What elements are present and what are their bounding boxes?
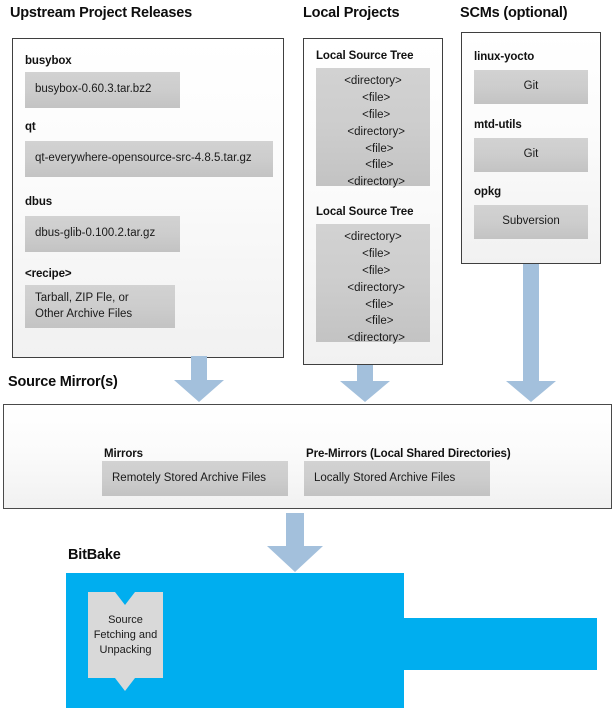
upstream-item-value-qt: qt-everywhere-opensource-src-4.8.5.tar.g… bbox=[25, 141, 273, 177]
pre-mirrors-value: Locally Stored Archive Files bbox=[304, 461, 490, 496]
tree-node: <directory> bbox=[341, 281, 405, 294]
section-title-source-mirrors: Source Mirror(s) bbox=[8, 374, 118, 390]
tree-node: <file> bbox=[355, 264, 391, 277]
tree-node: <file> bbox=[352, 298, 394, 311]
scm-item-value-linux-yocto: Git bbox=[474, 70, 588, 104]
source-fetching-banner-shape bbox=[88, 592, 163, 692]
mirrors-label: Mirrors bbox=[104, 448, 143, 460]
local-tree-label-1: Local Source Tree bbox=[316, 50, 414, 62]
local-tree-label-2: Local Source Tree bbox=[316, 206, 414, 218]
tree-node: <file> bbox=[352, 159, 394, 172]
tree-node: <file> bbox=[355, 247, 391, 260]
section-title-upstream: Upstream Project Releases bbox=[10, 5, 192, 21]
tree-node: <file> bbox=[355, 91, 391, 104]
upstream-item-value-recipe: Tarball, ZIP Fle, or Other Archive Files bbox=[25, 285, 175, 328]
mirrors-value: Remotely Stored Archive Files bbox=[102, 461, 288, 496]
upstream-item-value-busybox: busybox-0.60.3.tar.bz2 bbox=[25, 72, 180, 108]
arrow-mirrors-to-bitbake-icon bbox=[265, 513, 325, 573]
pre-mirrors-label: Pre-Mirrors (Local Shared Directories) bbox=[306, 448, 511, 460]
tree-node: <directory> bbox=[344, 75, 402, 87]
source-fetching-task-label: Source Fetching and Unpacking bbox=[93, 614, 158, 656]
tree-node: <directory> bbox=[341, 125, 405, 138]
section-title-scms: SCMs (optional) bbox=[460, 5, 568, 21]
arrow-local-projects-to-mirrors-icon bbox=[339, 365, 391, 403]
scm-item-label-opkg: opkg bbox=[474, 186, 502, 198]
local-source-tree-1-list: <directory> <file> <file> <directory> <f… bbox=[341, 73, 405, 191]
scm-item-label-linux-yocto: linux-yocto bbox=[474, 51, 535, 63]
local-source-tree-2-list: <directory> <file> <file> <directory> <f… bbox=[341, 229, 405, 347]
tree-node: <file> bbox=[355, 108, 391, 121]
upstream-item-label-qt: qt bbox=[25, 121, 36, 133]
scm-item-value-mtd-utils: Git bbox=[474, 138, 588, 172]
upstream-item-value-dbus: dbus-glib-0.100.2.tar.gz bbox=[25, 216, 180, 252]
section-title-local-projects: Local Projects bbox=[303, 5, 400, 21]
scm-item-value-opkg: Subversion bbox=[474, 205, 588, 239]
arrow-scms-to-mirrors-icon bbox=[505, 264, 557, 403]
tree-node: <file> bbox=[352, 315, 394, 328]
tree-node: <directory> bbox=[344, 231, 402, 243]
section-title-bitbake: BitBake bbox=[68, 547, 121, 563]
local-source-tree-1: <directory> <file> <file> <directory> <f… bbox=[316, 68, 430, 188]
local-source-tree-2: <directory> <file> <file> <directory> <f… bbox=[316, 224, 430, 344]
tree-node: <directory> bbox=[341, 332, 405, 345]
tree-node: <directory> bbox=[341, 176, 405, 189]
tree-node: <file> bbox=[352, 142, 394, 155]
upstream-item-label-recipe: <recipe> bbox=[25, 268, 72, 280]
upstream-item-label-dbus: dbus bbox=[25, 196, 53, 208]
bitbake-process-shape bbox=[66, 571, 601, 711]
scm-item-label-mtd-utils: mtd-utils bbox=[474, 119, 522, 131]
upstream-item-label-busybox: busybox bbox=[25, 55, 72, 67]
arrow-upstream-to-mirrors-icon bbox=[173, 356, 225, 403]
